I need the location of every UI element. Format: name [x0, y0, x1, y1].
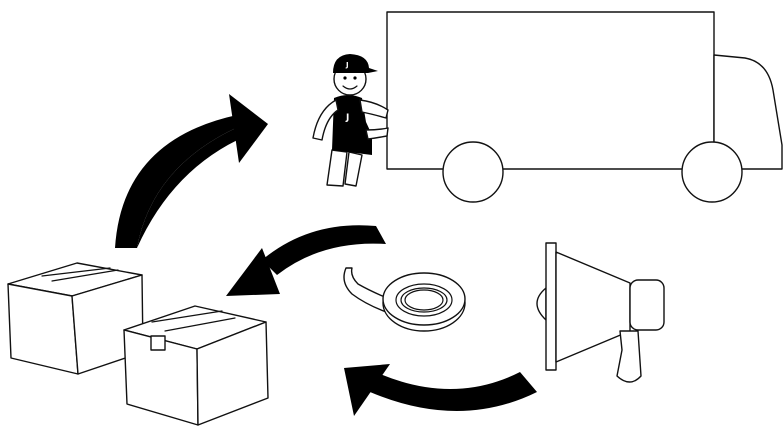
- courier: J J: [312, 54, 389, 187]
- arrow-boxes-to-truck: [115, 94, 268, 248]
- truck-cargo-box: [386, 11, 715, 170]
- cardboard-box-back: [7, 262, 144, 375]
- delivery-truck: [386, 11, 783, 203]
- cycle-arrows: [115, 94, 537, 416]
- svg-text:J: J: [345, 61, 349, 69]
- svg-text:J: J: [345, 113, 349, 123]
- truck-cab: [713, 54, 783, 170]
- courier-cap: [333, 54, 378, 73]
- truck-rear-wheel: [442, 141, 504, 203]
- cardboard-box-front: [123, 305, 269, 426]
- arrow-megaphone-to-tape: [344, 364, 537, 416]
- packing-tape: [343, 267, 466, 332]
- arrow-tape-to-boxes: [226, 225, 386, 296]
- megaphone-icon: [536, 242, 665, 383]
- truck-front-wheel: [681, 141, 743, 203]
